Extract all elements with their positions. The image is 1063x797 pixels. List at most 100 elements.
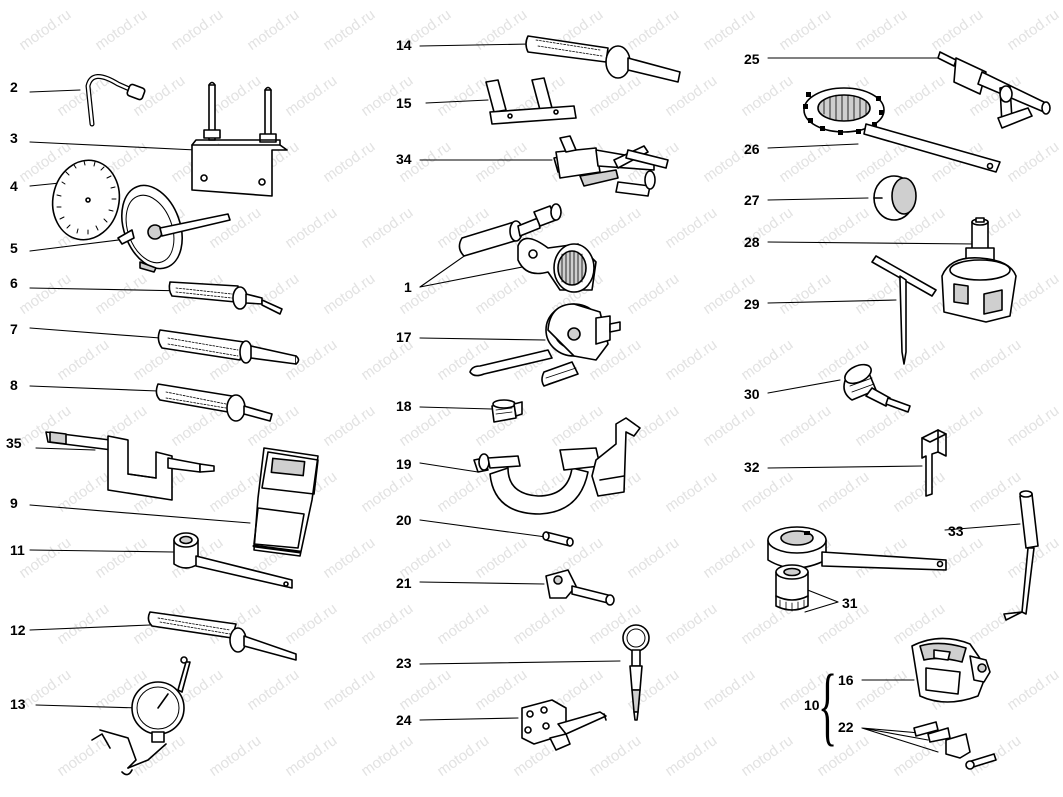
callout-31: 31	[842, 595, 858, 611]
pin-set-icon	[913, 721, 997, 770]
callout-4: 4	[10, 178, 18, 194]
callout-33: 33	[948, 523, 964, 539]
callout-28: 28	[744, 234, 760, 250]
long-drift-icon	[157, 329, 300, 365]
leader-22	[861, 727, 939, 753]
leader-8	[29, 385, 159, 392]
leader-lines	[29, 43, 1021, 753]
callout-10: 10	[804, 697, 820, 713]
callout-5: 5	[10, 240, 18, 256]
dial-pointer-icon	[117, 184, 231, 273]
hook-rod-icon	[1003, 490, 1039, 621]
c-clamp-icon	[473, 417, 641, 515]
leader-15	[425, 99, 489, 104]
callout-14: 14	[396, 37, 412, 53]
callout-1: 1	[404, 279, 412, 295]
plate-fixture-icon	[485, 77, 577, 125]
clutch-spanner-icon	[767, 526, 947, 612]
callout-27: 27	[744, 192, 760, 208]
leader-21	[419, 581, 545, 585]
callout-21: 21	[396, 575, 412, 591]
leader-32	[767, 465, 923, 469]
leader-5	[29, 237, 136, 252]
puller-frame-icon	[45, 431, 215, 501]
flywheel-holder-icon	[469, 303, 621, 387]
callout-11: 11	[10, 542, 25, 558]
leader-3	[29, 141, 197, 151]
callout-9: 9	[10, 495, 18, 511]
callout-8: 8	[10, 377, 18, 393]
bracket-studs-icon	[191, 81, 288, 197]
leader-29	[767, 299, 897, 304]
small-pin-icon	[542, 531, 574, 547]
callout-25: 25	[744, 51, 760, 67]
t-puller-icon	[553, 135, 669, 197]
knurled-adapter-icon	[843, 363, 911, 413]
callout-20: 20	[396, 512, 412, 528]
leader-6	[29, 287, 189, 292]
pressure-gauge-icon	[622, 624, 650, 721]
callout-16: 16	[838, 672, 854, 688]
pin-drift-icon	[525, 35, 681, 83]
callout-12: 12	[10, 622, 26, 638]
callout-19: 19	[396, 456, 412, 472]
leader-7	[29, 327, 161, 339]
callout-34: 34	[396, 151, 412, 167]
leader-11	[29, 549, 174, 553]
callout-17: 17	[396, 329, 412, 345]
tester-icon	[252, 447, 319, 557]
callout-15: 15	[396, 95, 412, 111]
callout-29: 29	[744, 296, 760, 312]
leader-12	[29, 624, 151, 631]
degree-disc-icon	[51, 159, 121, 241]
leader-30	[767, 379, 841, 394]
callout-23: 23	[396, 655, 412, 671]
leader-13	[35, 704, 141, 709]
group-brace: {	[818, 655, 838, 755]
leader-35	[35, 447, 96, 451]
z-rod-icon	[921, 429, 947, 497]
callout-35: 35	[6, 435, 22, 451]
bushing-icon	[873, 175, 917, 221]
extractor-icon	[941, 217, 1017, 323]
callout-24: 24	[396, 712, 412, 728]
leader-14	[419, 43, 531, 47]
callout-18: 18	[396, 398, 412, 414]
leader-28	[767, 241, 977, 245]
ring-spanner-icon	[803, 87, 1001, 173]
leader-19	[419, 462, 479, 473]
dial-gauge-icon	[91, 656, 191, 776]
valve-tool-icon	[521, 699, 607, 751]
leader-2	[29, 89, 81, 93]
short-drift-icon	[155, 383, 273, 422]
callout-6: 6	[10, 275, 18, 291]
leader-33	[944, 523, 1021, 531]
leader-23	[419, 660, 621, 665]
leader-4	[29, 182, 61, 187]
callout-30: 30	[744, 386, 760, 402]
leader-9	[29, 504, 251, 524]
hook-pin-icon	[85, 74, 146, 127]
callout-32: 32	[744, 459, 760, 475]
socket-spanner-icon	[173, 532, 293, 589]
leader-24	[419, 717, 519, 721]
small-clamp-icon	[545, 569, 615, 606]
adapter-nut-icon	[491, 399, 523, 423]
leader-18	[419, 406, 493, 410]
leader-20	[419, 519, 547, 538]
leader-26	[767, 143, 859, 149]
leader-17	[419, 337, 546, 341]
callout-13: 13	[10, 696, 26, 712]
t-wrench-icon	[871, 255, 937, 365]
leader-27	[767, 197, 869, 201]
housing-gauge-icon	[911, 637, 991, 703]
t-handle-puller-icon	[937, 51, 1051, 129]
drift-icon	[168, 281, 283, 315]
callout-2: 2	[10, 79, 18, 95]
callout-7: 7	[10, 321, 18, 337]
callout-3: 3	[10, 130, 18, 146]
callout-26: 26	[744, 141, 760, 157]
bearing-installer-icon	[458, 203, 597, 293]
